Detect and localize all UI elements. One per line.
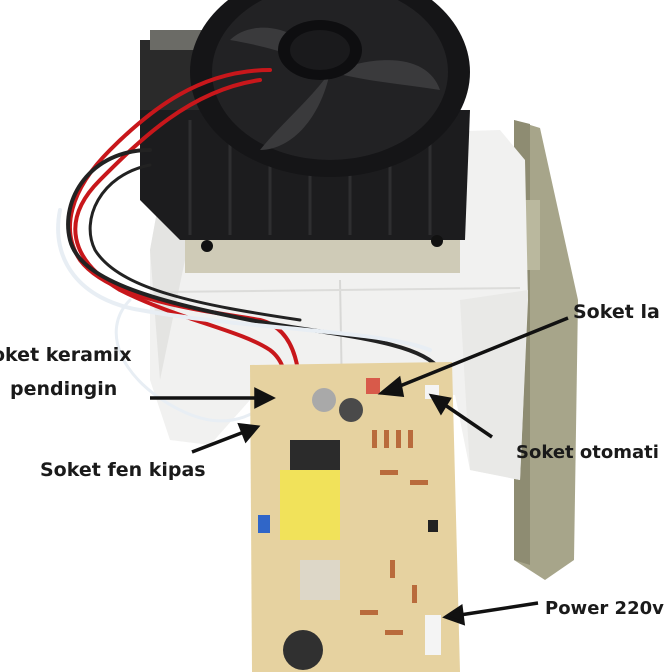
label-power-220v: Power 220v	[545, 598, 664, 619]
wires	[56, 68, 442, 423]
label-soket-fen-kipas: Soket fen kipas	[40, 459, 206, 481]
power-pcb	[250, 362, 460, 672]
cooling-fan	[190, 0, 470, 177]
label-soket-otomatis: Soket otomati	[516, 442, 659, 463]
annotation-arrows	[150, 316, 569, 626]
label-soket-lampu: Soket la	[573, 301, 660, 323]
label-soket-keramix-line2: pendingin	[10, 378, 118, 400]
label-soket-keramix-line1: oket keramix	[0, 344, 132, 366]
